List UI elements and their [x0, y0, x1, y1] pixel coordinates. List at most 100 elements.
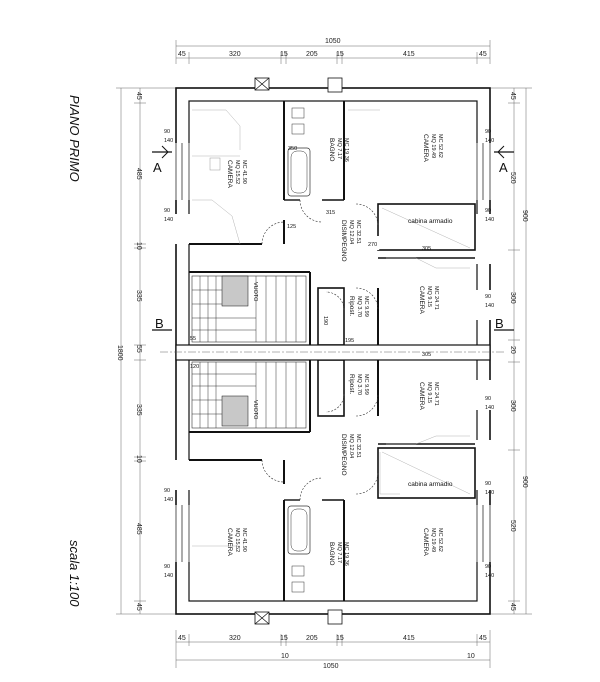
svg-text:MC 32.51: MC 32.51	[355, 220, 361, 244]
right-dim-3: 300	[509, 292, 516, 304]
svg-text:MC 9.99: MC 9.99	[363, 296, 369, 317]
room-cabina-armadio-2: cabina armadio	[408, 481, 453, 488]
svg-text:MC 24.71: MC 24.71	[433, 382, 439, 406]
vuoto-2: VUOTO	[252, 400, 258, 420]
win-dim-r6a: 90	[485, 564, 491, 570]
right-dimensions: 45 520 900 300 20 300 900 520 45	[490, 87, 532, 615]
win-dim-r3a: 90	[485, 294, 491, 300]
right-dim-4: 20	[509, 346, 516, 354]
top-dim-6: 415	[403, 51, 415, 58]
bottom-dim-3: 15	[280, 635, 288, 642]
svg-text:CAMERA: CAMERA	[418, 286, 425, 314]
svg-text:CAMERA: CAMERA	[226, 160, 233, 188]
room-ripostiglio-1: Ripost. MQ 3.70 MC 9.99	[348, 296, 369, 317]
svg-text:MC 32.51: MC 32.51	[355, 434, 361, 458]
right-dim-1: 45	[509, 92, 516, 100]
svg-text:MC 19.36: MC 19.36	[343, 542, 349, 566]
win-dim-l1a: 90	[164, 129, 170, 135]
svg-text:MQ 15.52: MQ 15.52	[234, 528, 240, 552]
svg-text:MQ 7.17: MQ 7.17	[336, 542, 342, 563]
section-b-left: B	[155, 316, 164, 331]
furniture-outlines	[192, 109, 471, 547]
inner-dim-120: 120	[190, 364, 199, 370]
left-total-dim: 1800	[116, 345, 123, 361]
inner-dim-190: 190	[322, 316, 328, 325]
svg-text:MC 19.36: MC 19.36	[343, 138, 349, 162]
inner-dim-270: 270	[368, 242, 377, 248]
right-total-bottom: 900	[521, 476, 528, 488]
win-dim-r5b: 140	[485, 490, 494, 496]
right-dim-2: 520	[509, 172, 516, 184]
room-camera-4: CAMERA MQ 9.15 MC 24.71	[418, 382, 439, 410]
svg-text:BAGNO: BAGNO	[328, 542, 335, 565]
right-dim-7: 45	[509, 603, 516, 611]
svg-text:Ripost.: Ripost.	[348, 296, 355, 316]
inner-dim-125: 125	[287, 224, 296, 230]
section-b-right: B	[495, 316, 504, 331]
win-dim-l3b: 140	[164, 497, 173, 503]
top-dim-2: 320	[229, 51, 241, 58]
top-dimensions: 1050 45 320 15 205 15 415 45	[175, 38, 491, 64]
inner-dim-305-top: 305	[422, 246, 431, 252]
stairs-bottom	[191, 361, 307, 429]
section-a-left: A	[153, 160, 162, 175]
win-dim-r4a: 90	[485, 396, 491, 402]
bathroom-fixtures	[209, 107, 311, 593]
svg-text:DISIMPEGNO: DISIMPEGNO	[340, 434, 347, 476]
bottom-dim-2: 320	[229, 635, 241, 642]
bottom-total-dim: 1050	[323, 663, 339, 670]
svg-text:MQ 9.15: MQ 9.15	[426, 382, 432, 403]
win-dim-l4b: 140	[164, 573, 173, 579]
left-dim-7: 10	[135, 455, 142, 463]
room-camera-6: CAMERA MQ 19.49 MC 52.62	[422, 528, 443, 556]
room-camera-5: CAMERA MQ 15.52 MC 41.90	[226, 528, 247, 556]
vuoto-1: VUOTO	[252, 282, 258, 302]
win-dim-l2a: 90	[164, 208, 170, 214]
win-dim-r5a: 90	[485, 481, 491, 487]
svg-text:DISIMPEGNO: DISIMPEGNO	[340, 220, 347, 262]
svg-text:MC 41.90: MC 41.90	[241, 160, 247, 184]
right-total-top: 900	[521, 210, 528, 222]
bottom-dimensions: 45 320 15 205 15 415 45 10 10 1050	[175, 630, 491, 670]
left-dim-1: 45	[135, 92, 142, 100]
svg-text:MQ 15.52: MQ 15.52	[234, 160, 240, 184]
inner-dim-195: 195	[345, 338, 354, 344]
room-bagno-1: BAGNO MQ 7.17 MC 19.36	[328, 138, 349, 162]
win-dim-r1b: 140	[485, 138, 494, 144]
right-dim-5: 300	[509, 400, 516, 412]
stairs-top	[191, 275, 307, 343]
left-dim-4: 335	[135, 290, 142, 302]
bottom-ten-left: 10	[281, 653, 289, 660]
room-camera-2: CAMERA MQ 19.49 MC 52.62	[422, 134, 443, 162]
section-markers: A A B B	[152, 145, 514, 331]
left-dim-2: 485	[135, 168, 142, 180]
inner-dim-315: 315	[326, 210, 335, 216]
win-dim-l2b: 140	[164, 217, 173, 223]
bottom-dim-6: 415	[403, 635, 415, 642]
svg-text:CAMERA: CAMERA	[226, 528, 233, 556]
win-dim-r1a: 90	[485, 129, 491, 135]
room-cabina-armadio-1: cabina armadio	[408, 218, 453, 225]
win-dim-l3a: 90	[164, 488, 170, 494]
win-dim-r2a: 90	[485, 208, 491, 214]
bottom-dim-5: 15	[336, 635, 344, 642]
svg-text:MQ 7.17: MQ 7.17	[336, 138, 342, 159]
svg-text:MQ 3.70: MQ 3.70	[356, 374, 362, 395]
room-bagno-2: BAGNO MQ 7.17 MC 19.36	[328, 542, 349, 566]
svg-text:MC 41.90: MC 41.90	[241, 528, 247, 552]
svg-text:MQ 19.49: MQ 19.49	[430, 134, 436, 158]
win-dim-l1b: 140	[164, 138, 173, 144]
svg-text:MQ 19.49: MQ 19.49	[430, 528, 436, 552]
svg-text:MC 9.99: MC 9.99	[363, 374, 369, 395]
plan-scale: scala 1:100	[67, 540, 82, 607]
bottom-dim-4: 205	[306, 635, 318, 642]
win-dim-r6b: 140	[485, 573, 494, 579]
top-dim-1: 45	[178, 51, 186, 58]
room-disimpegno-1: DISIMPEGNO MQ 12.04 MC 32.51	[340, 220, 361, 262]
left-dim-3: 10	[135, 242, 142, 250]
svg-text:CAMERA: CAMERA	[422, 528, 429, 556]
room-camera-3: CAMERA MQ 9.15 MC 24.71	[418, 286, 439, 314]
left-dim-5: 55	[135, 345, 142, 353]
